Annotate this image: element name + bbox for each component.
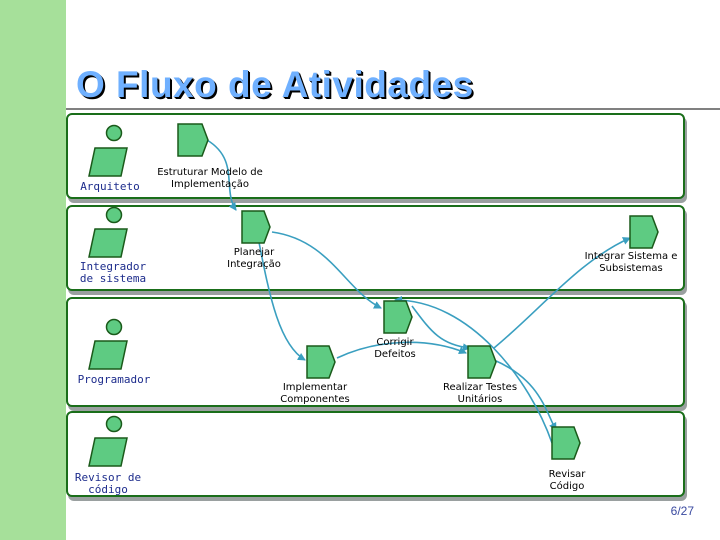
slide-title: O Fluxo de Atividades — [76, 64, 474, 105]
activity-shape-planejar[interactable] — [241, 210, 271, 244]
flow-arrow — [411, 305, 471, 352]
activity-label-corrigir: Corrigir Defeitos — [374, 337, 416, 360]
flow-arrow — [206, 139, 237, 211]
worker-icon — [88, 318, 128, 370]
flow-arrow — [493, 359, 557, 431]
actor-label-integrador: Integrador de sistema — [79, 260, 147, 285]
page-number: 6/27 — [670, 504, 694, 518]
flow-arrow — [271, 231, 382, 309]
worker-icon — [88, 415, 128, 467]
flow-arrow — [257, 236, 306, 361]
lane-arquiteto — [66, 113, 685, 199]
activity-shape-implementar[interactable] — [306, 345, 336, 379]
activity-label-revisar: Revisar Código — [548, 469, 586, 492]
worker-icon — [88, 206, 128, 258]
flow-arrow — [394, 296, 553, 444]
activity-label-implementar: Implementar Componentes — [280, 382, 350, 405]
activity-shape-testes[interactable] — [467, 345, 497, 379]
activity-label-testes: Realizar Testes Unitários — [442, 382, 518, 405]
activity-label-estruturar: Estruturar Modelo de Implementação — [157, 167, 263, 190]
flow-arrow — [493, 237, 631, 349]
activity-shape-estruturar[interactable] — [177, 123, 209, 157]
left-color-band — [0, 0, 66, 540]
title-divider — [66, 108, 720, 110]
lane-revisor — [66, 411, 685, 497]
lane-programador — [66, 297, 685, 407]
actor-label-revisor: Revisor de código — [74, 471, 142, 496]
activity-shape-revisar[interactable] — [551, 426, 581, 460]
activity-label-planejar: Planejar Integração — [227, 247, 281, 270]
flow-arrow — [336, 341, 467, 359]
actor-label-programador: Programador — [77, 373, 151, 386]
worker-icon — [88, 124, 128, 177]
actor-label-arquiteto: Arquiteto — [80, 180, 140, 193]
activity-label-integrar: Integrar Sistema e Subsistemas — [584, 251, 678, 274]
activity-shape-corrigir[interactable] — [383, 300, 413, 334]
lane-integrador — [66, 205, 685, 291]
activity-shape-integrar[interactable] — [629, 215, 659, 249]
